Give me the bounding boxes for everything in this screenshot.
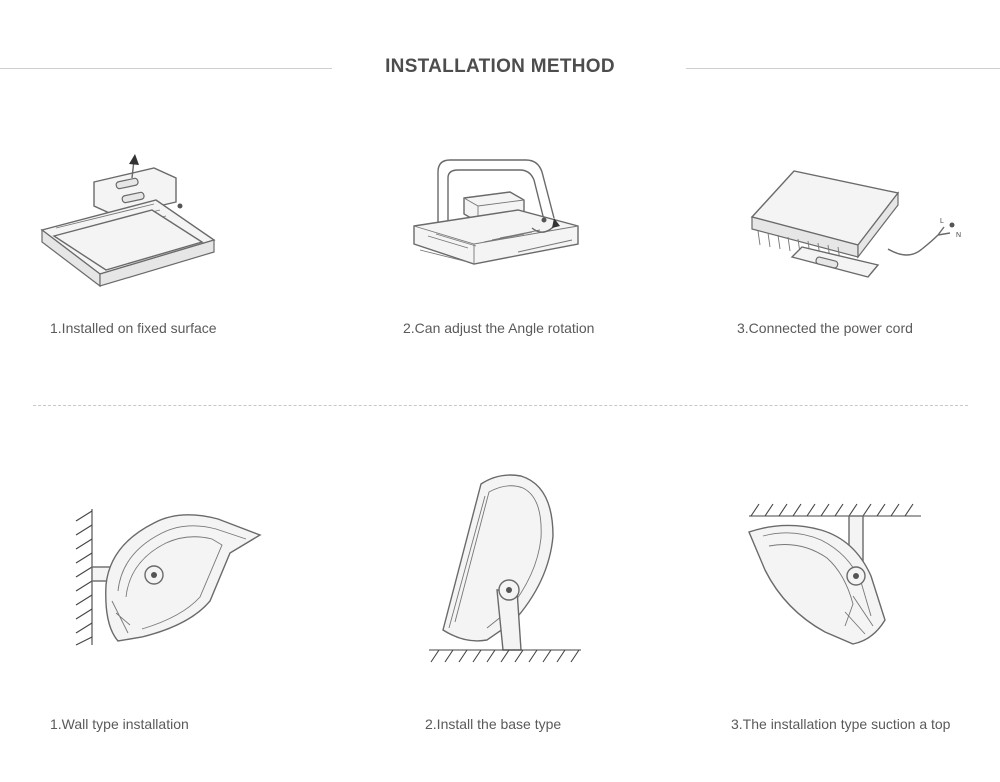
caption-base-type: 2.Install the base type — [425, 716, 562, 732]
section-divider — [33, 405, 968, 406]
caption-fixed-surface: 1.Installed on fixed surface — [50, 320, 217, 336]
ceiling-mount-diagram — [748, 503, 921, 645]
caption-angle-rotation: 2.Can adjust the Angle rotation — [403, 320, 595, 336]
page-title: INSTALLATION METHOD — [385, 56, 615, 77]
cord-label-l: L — [940, 218, 944, 225]
surface-mount-diagram — [40, 154, 216, 288]
header-rule-right — [686, 68, 1000, 69]
header-rule-left — [0, 68, 332, 69]
caption-power-cord: 3.Connected the power cord — [737, 320, 913, 336]
caption-ceiling-type: 3.The installation type suction a top — [731, 716, 951, 732]
base-mount-diagram — [429, 474, 581, 663]
wall-mount-diagram — [75, 509, 262, 646]
cord-label-n: N — [956, 232, 961, 239]
caption-wall-type: 1.Wall type installation — [50, 716, 189, 732]
angle-rotation-diagram — [413, 159, 579, 265]
power-cord-diagram: L N — [750, 170, 961, 278]
